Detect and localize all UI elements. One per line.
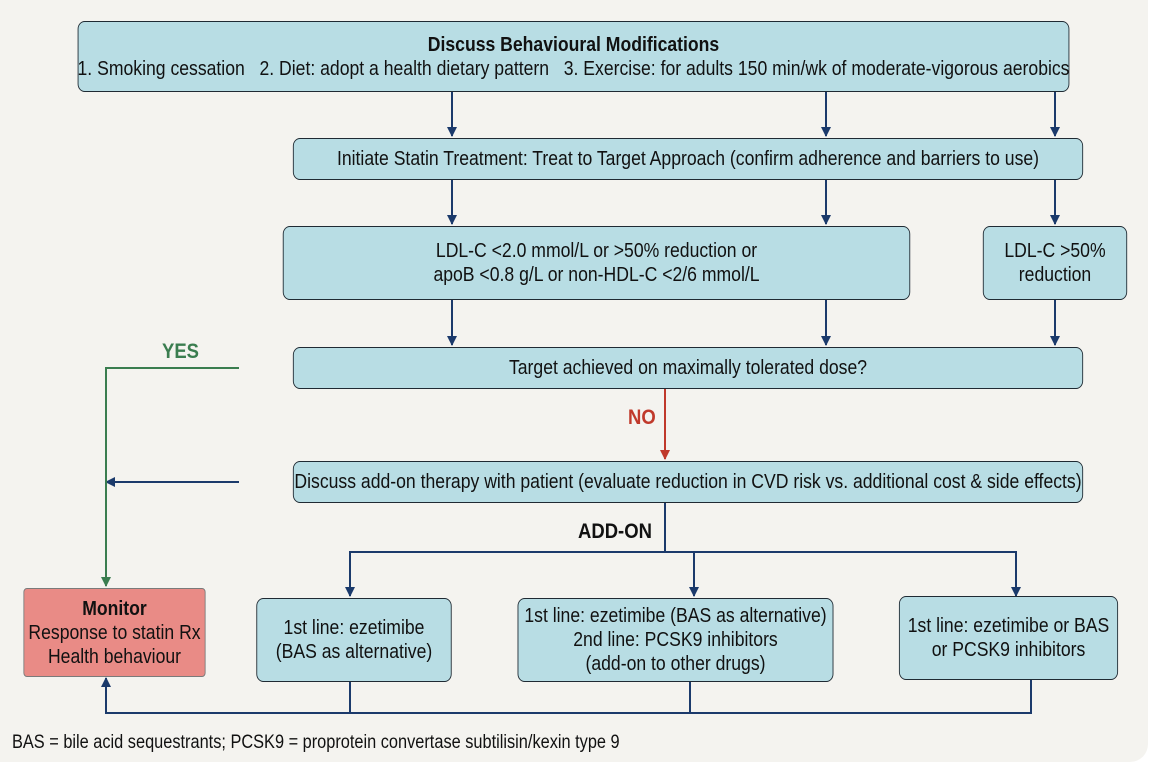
- target-main-box: LDL-C <2.0 mmol/L or >50% reduction or a…: [282, 226, 911, 300]
- footnote: BAS = bile acid sequestrants; PCSK9 = pr…: [12, 732, 620, 753]
- behaviour-items: 1. Smoking cessation 2. Diet: adopt a he…: [77, 57, 1070, 80]
- behaviour-box: Discuss Behavioural Modifications 1. Smo…: [77, 21, 1070, 92]
- target-main-line1: LDL-C <2.0 mmol/L or >50% reduction or: [435, 240, 758, 262]
- statin-text: Initiate Statin Treatment: Treat to Targ…: [336, 148, 1040, 170]
- option2-line3: (add-on to other drugs): [585, 653, 766, 675]
- yes-label: YES: [162, 340, 199, 363]
- question-box: Target achieved on maximally tolerated d…: [292, 347, 1084, 389]
- question-text: Target achieved on maximally tolerated d…: [508, 357, 868, 379]
- addon-discussion-text: Discuss add-on therapy with patient (eva…: [294, 471, 1082, 493]
- target-alt-line1: LDL-C >50%: [1004, 240, 1106, 262]
- option1-line2: (BAS as alternative): [275, 641, 433, 663]
- monitor-line2: Health behaviour: [47, 645, 182, 668]
- monitor-title: Monitor: [82, 597, 147, 620]
- option2-box: 1st line: ezetimibe (BAS as alternative)…: [517, 598, 834, 682]
- target-alt-line2: reduction: [1018, 264, 1092, 286]
- option2-line2: 2nd line: PCSK9 inhibitors: [573, 629, 778, 651]
- addon-label: ADD-ON: [578, 520, 652, 543]
- addon-branch-bar: [349, 551, 1017, 596]
- monitor-box: Monitor Response to statin Rx Health beh…: [23, 588, 206, 677]
- addon-discussion-box: Discuss add-on therapy with patient (eva…: [292, 461, 1084, 503]
- target-main-line2: apoB <0.8 g/L or non-HDL-C <2/6 mmol/L: [433, 264, 760, 286]
- option3-box: 1st line: ezetimibe or BAS or PCSK9 inhi…: [898, 596, 1119, 680]
- option3-return: [350, 680, 1032, 714]
- target-alt-box: LDL-C >50% reduction: [982, 226, 1128, 300]
- option3-line1: 1st line: ezetimibe or BAS: [907, 615, 1110, 637]
- no-label: NO: [628, 406, 656, 429]
- options-return-line: [101, 677, 351, 714]
- option2-line1: 1st line: ezetimibe (BAS as alternative): [524, 605, 827, 627]
- statin-box: Initiate Statin Treatment: Treat to Targ…: [292, 138, 1084, 180]
- behaviour-title: Discuss Behavioural Modifications: [427, 33, 720, 56]
- option3-line2: or PCSK9 inhibitors: [931, 639, 1086, 661]
- yes-path: [101, 367, 239, 587]
- monitor-line1: Response to statin Rx: [28, 621, 201, 644]
- option1-box: 1st line: ezetimibe (BAS as alternative): [256, 598, 452, 682]
- option1-line1: 1st line: ezetimibe: [283, 617, 425, 639]
